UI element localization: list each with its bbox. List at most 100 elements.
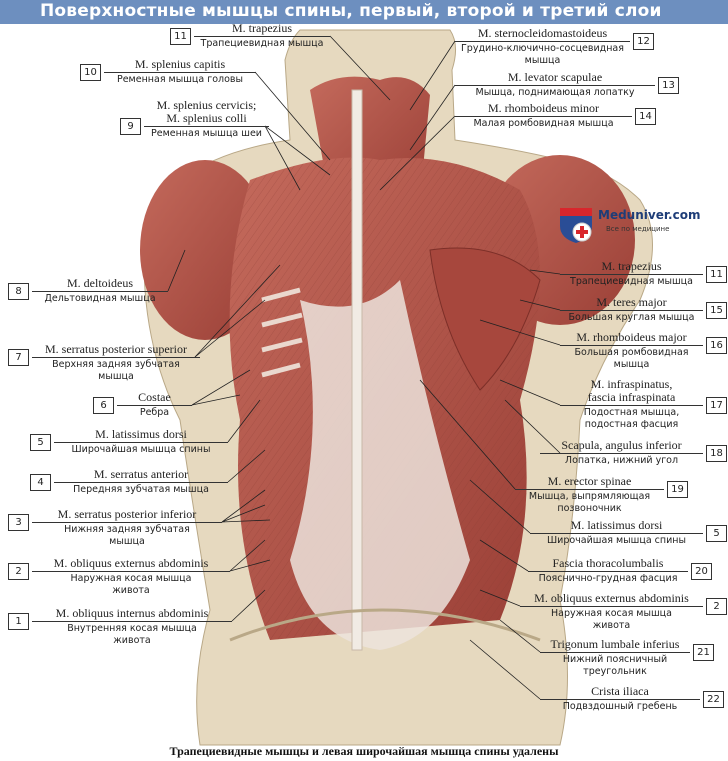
russian-name: Малая ромбовидная мышца [473,118,614,129]
label-number: 4 [30,474,51,491]
latin-name: M. erector spinae [547,474,632,488]
label-rhomboideus-minor: M. rhomboideus minor 14 Малая ромбовидна… [455,102,656,130]
label-number: 2 [8,563,29,580]
latin-name: M. levator scapulae [507,70,603,84]
russian-name: Пояснично-грудная фасция [538,573,678,584]
russian-name: Ременная мышца шеи [151,128,262,139]
russian-name: Передняя зубчатая мышца [73,484,209,495]
label-number: 19 [667,481,688,498]
label-number: 17 [706,397,727,414]
label-number: 11 [170,28,191,45]
label-number: 9 [120,118,141,135]
russian-name: Внутренняя косая мышца живота [67,623,197,646]
meduniver-logo[interactable]: Meduniver.com Все по медицине [558,204,700,248]
label-serratus-anterior: M. serratus anterior 4 Передняя зубчатая… [30,468,228,496]
label-splenius-capitis: M. splenius capitis 10 Ременная мышца го… [80,58,256,86]
label-erector-spinae: M. erector spinae 19 Мышца, выпрямляющая… [515,475,688,514]
label-number: 6 [93,397,114,414]
latin-name-alt: M. splenius colli [166,111,247,125]
label-number: 5 [30,434,51,451]
latin-name: M. latissimus dorsi [570,518,663,532]
latin-name: M. rhomboideus major [576,330,687,344]
iliac-crest [229,608,541,642]
latin-name: M. rhomboideus minor [488,101,599,115]
latin-name: Costae [138,390,171,404]
logo-tagline: Все по медицине [606,225,670,233]
russian-name: Верхняя задняя зубчатая мышца [52,359,180,382]
label-number: 2 [706,598,727,615]
latin-name: M. sternocleidomastoideus [477,26,608,40]
leader-lines [167,35,561,700]
latin-name: Trigonum lumbale inferius [550,637,680,651]
label-trigonum-lumbale: Trigonum lumbale inferius 21 Нижний пояс… [540,638,714,677]
latin-name: M. obliquus externus abdominis [53,556,209,570]
russian-name: Большая круглая мышца [568,312,695,323]
latin-name: M. trapezius [601,259,662,273]
label-sternocleidomastoideus: M. sternocleidomastoideus 12 Грудино-клю… [455,27,654,66]
russian-name: Нижняя задняя зубчатая мышца [64,524,190,547]
latin-name: M. infraspinatus, [590,377,673,391]
label-number: 21 [693,644,714,661]
russian-name: Большая ромбовидная мышца [574,347,689,370]
label-trapezius-top: M. trapezius 11 Трапециевидная мышца [170,22,330,50]
label-number: 11 [706,266,727,283]
label-obliquus-externus-right: M. obliquus externus abdominis 2 Наружна… [520,592,727,631]
label-serratus-posterior-inferior: M. serratus posterior inferior 3 Нижняя … [8,508,222,547]
spine [351,89,363,651]
latin-name-alt: fascia infraspinata [587,390,676,404]
label-obliquus-internus: M. obliquus internus abdominis 1 Внутрен… [8,607,232,646]
russian-name: Трапециевидная мышца [200,38,324,49]
label-levator-scapulae: M. levator scapulae 13 Мышца, поднимающа… [455,71,679,99]
latin-name: Fascia thoracolumbalis [552,556,664,570]
latin-name: M. obliquus externus abdominis [534,591,689,605]
latin-name: Scapula, angulus inferior [561,438,682,452]
right-scapula [429,247,541,391]
label-number: 3 [8,514,29,531]
russian-name: Грудино-ключично-сосцевидная мышца [461,43,624,66]
latin-name: M. deltoideus [67,276,133,290]
russian-name: Широчайшая мышца спины [546,535,687,546]
logo-brand: Meduniver.com [598,208,701,222]
russian-name: Мышца, поднимающая лопатку [475,87,635,98]
label-number: 15 [706,302,727,319]
latin-name: M. splenius cervicis; [156,98,257,112]
label-infraspinatus: M. infraspinatus, fascia infraspinata 17… [560,378,727,430]
label-number: 22 [703,691,724,708]
label-number: 10 [80,64,101,81]
label-number: 5 [706,525,727,542]
label-number: 12 [633,33,654,50]
latin-name: M. splenius capitis [134,57,226,71]
label-teres-major: M. teres major 15 Большая круглая мышца [560,296,727,324]
russian-name: Наружная косая мышца живота [551,608,672,631]
label-number: 1 [8,613,29,630]
latin-name: M. trapezius [232,21,292,35]
label-crista-iliaca: Crista iliaca 22 Подвздошный гребень [540,685,724,713]
russian-name: Лопатка, нижний угол [564,455,679,466]
russian-name: Ременная мышца головы [116,74,244,85]
label-serratus-posterior-superior: M. serratus posterior superior 7 Верхняя… [8,343,200,382]
label-number: 7 [8,349,29,366]
label-trapezius-right: M. trapezius 11 Трапециевидная мышца [560,260,727,288]
shield-cross-icon [560,208,592,243]
russian-name: Нижний поясничный треугольник [562,654,668,677]
latin-name: M. teres major [596,295,667,309]
russian-name: Подвздошный гребень [562,701,678,712]
ribs [261,287,303,378]
label-rhomboideus-major: M. rhomboideus major 16 Большая ромбовид… [560,331,727,370]
russian-name: Широчайшая мышца спины [71,444,211,455]
russian-name: Мышца, выпрямляющая позвоночник [528,491,651,514]
label-latissimus-dorsi-right: M. latissimus dorsi 5 Широчайшая мышца с… [530,519,727,547]
russian-name: Ребра [139,407,170,418]
russian-name: Дельтовидная мышца [44,293,156,304]
latin-name: M. serratus posterior superior [45,342,187,356]
label-number: 20 [691,563,712,580]
latin-name: M. serratus posterior inferior [57,507,197,521]
thoracolumbar-fascia [290,280,470,650]
latin-name: Crista iliaca [591,684,649,698]
label-splenius-cervicis: M. splenius cervicis; M. splenius colli … [120,99,269,140]
label-deltoideus: M. deltoideus 8 Дельтовидная мышца [8,277,168,305]
label-obliquus-externus-left: M. obliquus externus abdominis 2 Наружна… [8,557,230,596]
russian-name: Наружная косая мышца живота [70,573,192,596]
latin-name: M. obliquus internus abdominis [55,606,209,620]
russian-name: Трапециевидная мышца [570,276,693,287]
